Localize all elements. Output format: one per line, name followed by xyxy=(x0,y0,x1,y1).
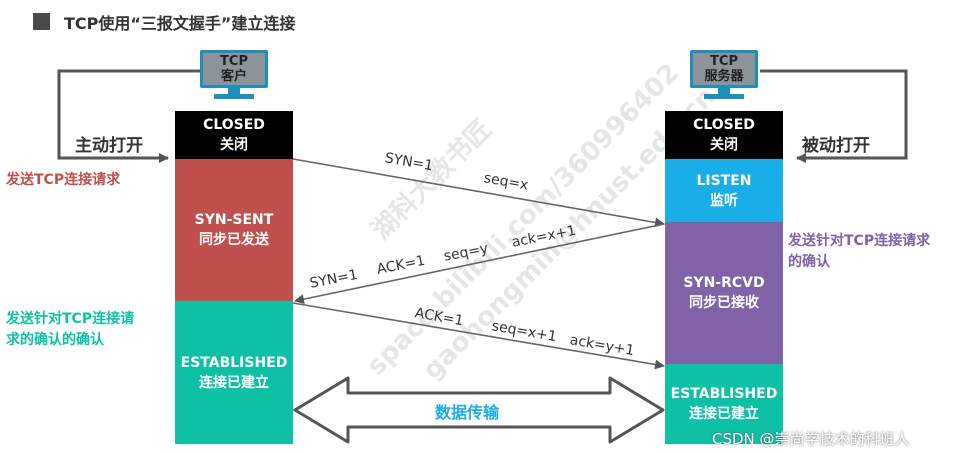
client-sent-cn: 同步已发送 xyxy=(199,232,269,248)
footer-credit: CSDN @崇尚学技术的科班人 xyxy=(712,430,910,448)
server-open-loop xyxy=(760,69,908,163)
data-transfer-arrow xyxy=(293,376,665,444)
page-title: TCP使用“三报文握手”建立连接 xyxy=(64,14,296,33)
client-est-en: ESTABLISHED xyxy=(180,354,288,371)
server-open-label: 被动打开 xyxy=(802,136,870,156)
title-square-icon xyxy=(33,13,50,30)
server-monitor-line1: TCP xyxy=(710,54,738,69)
server-rcvd-en: SYN-RCVD xyxy=(683,275,765,291)
data-transfer-label: 数据传输 xyxy=(435,403,500,422)
message2-arrow xyxy=(294,223,665,305)
client-closed-en: CLOSED xyxy=(203,117,265,133)
server-state-syn-rcvd: SYN-RCVD 同步已接收 xyxy=(665,222,783,364)
client-monitor-icon: TCP 客户 xyxy=(200,50,268,100)
server-monitor-screen: TCP 服务器 xyxy=(690,50,758,88)
note-send-request: 发送TCP连接请求 xyxy=(6,172,121,188)
server-monitor-line2: 服务器 xyxy=(704,69,744,84)
server-listen-cn: 监听 xyxy=(710,192,738,209)
note-client-confirm-line2: 求的确认的确认 xyxy=(6,332,104,348)
message1-arrow xyxy=(292,158,665,228)
message3-arrow xyxy=(292,302,665,370)
client-state-established: ESTABLISHED 连接已建立 xyxy=(175,301,293,444)
client-open-label: 主动打开 xyxy=(75,136,143,156)
client-state-closed: CLOSED 关闭 xyxy=(175,111,293,159)
note-client-confirm-line1: 发送针对TCP连接请 xyxy=(6,311,135,327)
server-state-listen: LISTEN 监听 xyxy=(665,159,783,222)
server-est-cn: 连接已建立 xyxy=(689,406,759,422)
note-server-confirm-line1: 发送针对TCP连接请求 xyxy=(788,233,931,249)
server-state-closed: CLOSED 关闭 xyxy=(665,111,783,159)
server-est-en: ESTABLISHED xyxy=(670,386,778,402)
client-est-cn: 连接已建立 xyxy=(199,374,269,391)
client-closed-cn: 关闭 xyxy=(220,137,248,153)
client-open-loop xyxy=(57,69,200,163)
server-closed-en: CLOSED xyxy=(693,117,755,133)
server-rcvd-cn: 同步已接收 xyxy=(689,295,759,311)
client-state-syn-sent: SYN-SENT 同步已发送 xyxy=(175,159,293,301)
client-sent-en: SYN-SENT xyxy=(194,212,274,228)
note-server-confirm-line2: 的确认 xyxy=(788,254,830,270)
client-monitor-line2: 客户 xyxy=(220,69,247,84)
client-monitor-screen: TCP 客户 xyxy=(200,50,268,88)
server-closed-cn: 关闭 xyxy=(710,137,738,153)
client-monitor-line1: TCP xyxy=(220,54,248,69)
server-monitor-icon: TCP 服务器 xyxy=(690,50,758,100)
server-listen-en: LISTEN xyxy=(696,172,752,189)
server-state-established: ESTABLISHED 连接已建立 xyxy=(665,364,783,444)
